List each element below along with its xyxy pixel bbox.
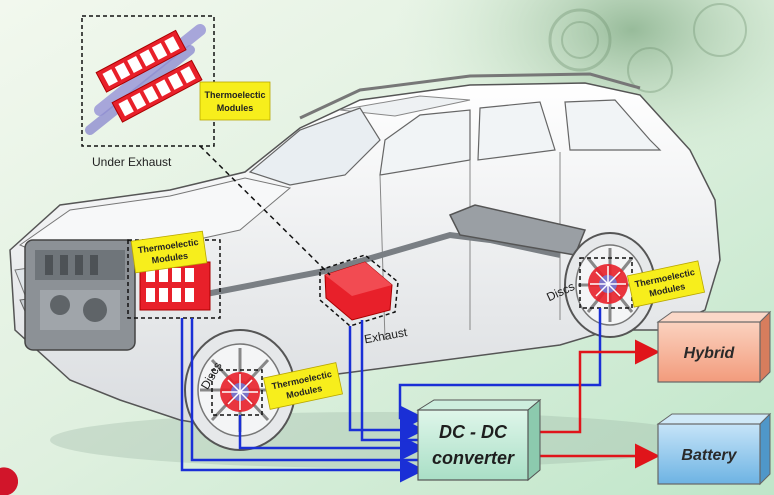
thermo-label-under-exhaust: Thermoelectic Modules xyxy=(199,81,271,121)
blue-wires xyxy=(180,308,602,483)
engine xyxy=(24,239,136,351)
muffler-icon xyxy=(448,204,587,256)
battery-label: Battery xyxy=(681,447,737,464)
rear-disc-teg xyxy=(579,257,633,309)
corner-mark xyxy=(0,467,19,495)
exhaust-teg-module xyxy=(319,254,399,327)
dc-dc-label: DC - DC xyxy=(439,422,508,442)
thermo-label-rear-disc: Thermoelectic Modules xyxy=(626,260,706,308)
battery-box xyxy=(656,412,772,486)
front-disc-teg xyxy=(211,369,263,416)
converter-label: converter xyxy=(432,448,515,468)
hybrid-box xyxy=(656,310,772,384)
svg-text:Modules: Modules xyxy=(217,103,254,113)
under-exhaust-label: Under Exhaust xyxy=(92,155,172,169)
car xyxy=(9,72,721,468)
svg-text:Thermoelectic: Thermoelectic xyxy=(204,90,265,100)
hybrid-label: Hybrid xyxy=(684,345,736,362)
thermo-label-engine: Thermoelectic Modules xyxy=(130,230,208,274)
dc-dc-converter-box xyxy=(416,398,542,482)
thermo-label-front-disc: Thermoelectic Modules xyxy=(263,362,343,410)
background-swirls xyxy=(548,3,747,93)
red-wires xyxy=(528,339,660,469)
under-exhaust-inset xyxy=(81,15,331,276)
